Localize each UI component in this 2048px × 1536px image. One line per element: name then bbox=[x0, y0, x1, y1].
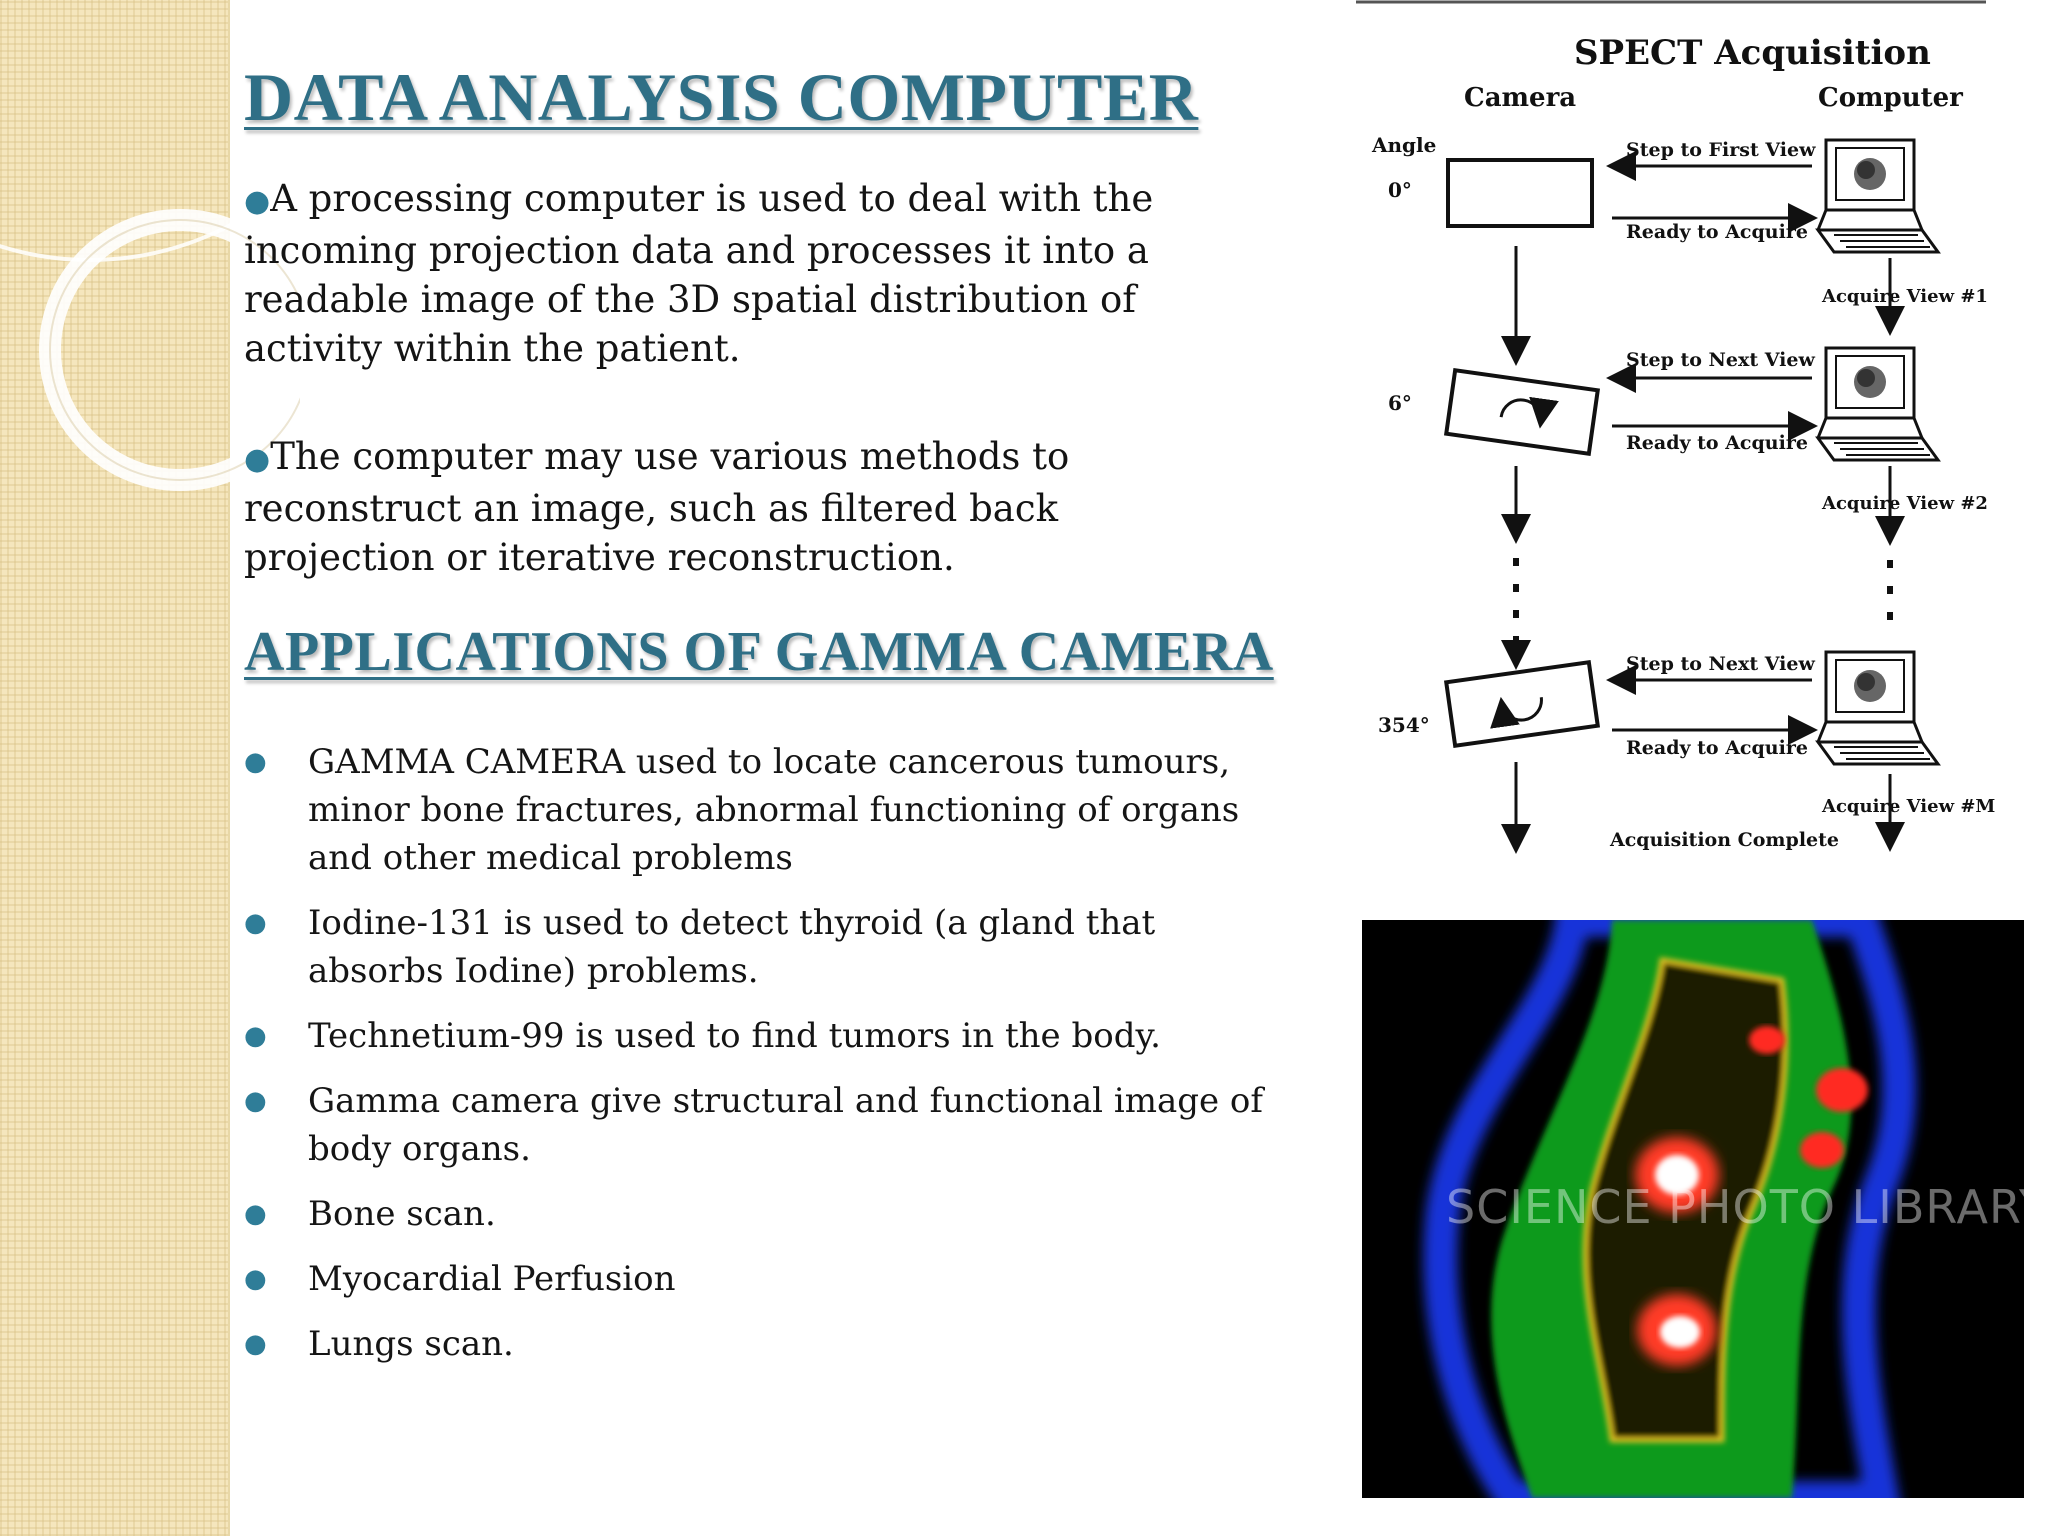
spect-acquisition-diagram: SPECT Acquisition Camera Computer Angle … bbox=[1356, 0, 1995, 854]
acquire-view-label: Acquire View #1 bbox=[1821, 286, 1988, 307]
ready-label: Ready to Acquire bbox=[1626, 221, 1808, 243]
step-first-label: Step to First View bbox=[1626, 139, 1816, 161]
bullet-icon: ● bbox=[244, 747, 267, 777]
angle-value: 354° bbox=[1378, 713, 1430, 737]
bullet-icon: ● bbox=[244, 1021, 267, 1051]
list-item-text: GAMMA CAMERA used to locate cancerous tu… bbox=[308, 742, 1240, 878]
list-item: ● Gamma camera give structural and functi… bbox=[244, 1077, 1284, 1173]
list-item-text: Bone scan. bbox=[308, 1194, 496, 1234]
list-item-text: Lungs scan. bbox=[308, 1324, 514, 1364]
list-item: ● GAMMA CAMERA used to locate cancerous t… bbox=[244, 738, 1284, 882]
acquisition-complete-label: Acquisition Complete bbox=[1609, 829, 1839, 851]
gamma-scan-image: SCIENCE PHOTO LIBRARY bbox=[1362, 920, 2024, 1498]
list-item-text: Iodine-131 is used to detect thyroid (a … bbox=[308, 903, 1156, 991]
bullet-icon: ● bbox=[244, 1329, 267, 1359]
paragraph-text: A processing computer is used to deal wi… bbox=[244, 177, 1154, 370]
list-item: ● Lungs scan. bbox=[244, 1320, 1284, 1368]
camera-head-354 bbox=[1443, 660, 1601, 748]
diagram-title: SPECT Acquisition bbox=[1574, 33, 1931, 73]
watermark: SCIENCE PHOTO LIBRARY bbox=[1446, 1180, 2024, 1234]
acquire-view-label: Acquire View #2 bbox=[1821, 493, 1988, 514]
ready-label: Ready to Acquire bbox=[1626, 432, 1808, 454]
angle-value: 6° bbox=[1388, 391, 1412, 415]
bullet-icon: ● bbox=[244, 908, 267, 938]
list-item: ● Technetium-99 is used to find tumors in… bbox=[244, 1012, 1284, 1060]
paragraph: ●A processing computer is used to deal w… bbox=[244, 174, 1184, 373]
bullet-icon: ● bbox=[244, 1086, 267, 1116]
list-item-text: Technetium-99 is used to find tumors in … bbox=[308, 1016, 1161, 1056]
list-item-text: Gamma camera give structural and functio… bbox=[308, 1081, 1263, 1169]
scan-graphic bbox=[1362, 920, 2024, 1498]
computer-label: Computer bbox=[1818, 83, 1963, 113]
camera-label: Camera bbox=[1464, 83, 1576, 113]
section-title-data-analysis: DATA ANALYSIS COMPUTER bbox=[244, 59, 1199, 135]
bullet-icon: ● bbox=[244, 184, 271, 219]
list-item-text: Myocardial Perfusion bbox=[308, 1259, 676, 1299]
angle-value: 0° bbox=[1388, 178, 1412, 202]
list-item: ● Bone scan. bbox=[244, 1190, 1284, 1238]
applications-list: ● GAMMA CAMERA used to locate cancerous t… bbox=[244, 738, 1284, 1385]
bullet-icon: ● bbox=[244, 442, 271, 477]
camera-head-6 bbox=[1443, 368, 1601, 456]
step-next-label: Step to Next View bbox=[1626, 653, 1815, 675]
angle-label: Angle bbox=[1371, 133, 1436, 157]
step-next-label: Step to Next View bbox=[1626, 349, 1815, 371]
paragraph-text: The computer may use various methods to … bbox=[244, 435, 1070, 579]
decorative-rings bbox=[0, 171, 300, 491]
ready-label: Ready to Acquire bbox=[1626, 737, 1808, 759]
section-title-applications: APPLICATIONS OF GAMMA CAMERA bbox=[244, 621, 1274, 683]
camera-head-0 bbox=[1446, 158, 1594, 228]
bullet-icon: ● bbox=[244, 1264, 267, 1294]
acquire-view-label: Acquire View #M bbox=[1821, 796, 1995, 817]
list-item: ● Iodine-131 is used to detect thyroid (a… bbox=[244, 899, 1284, 995]
list-item: ● Myocardial Perfusion bbox=[244, 1255, 1284, 1303]
bullet-icon: ● bbox=[244, 1199, 267, 1229]
paragraph: ●The computer may use various methods to… bbox=[244, 432, 1184, 582]
